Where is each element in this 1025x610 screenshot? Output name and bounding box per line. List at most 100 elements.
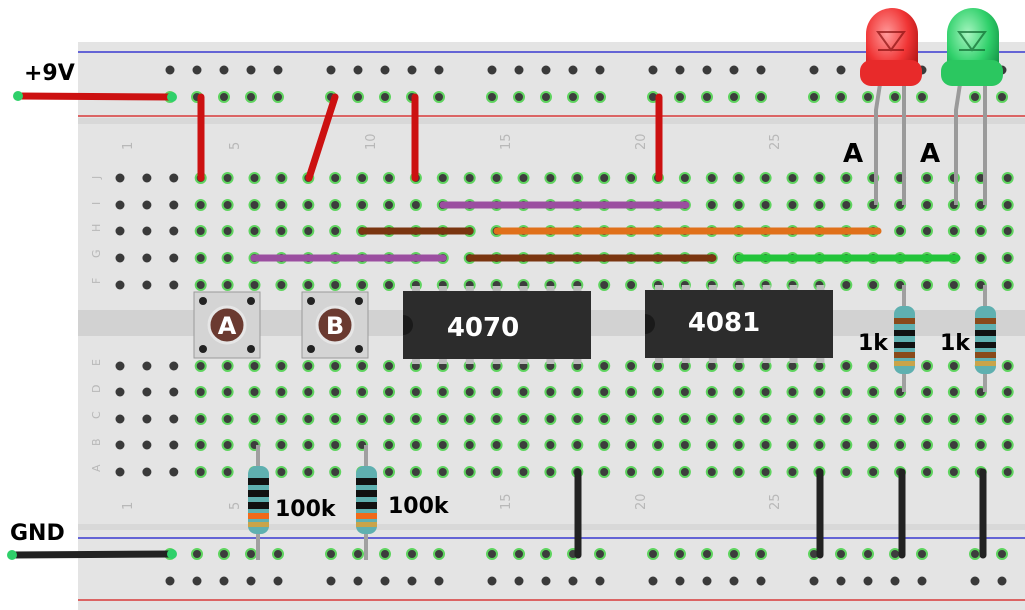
breadboard-hole	[702, 576, 712, 586]
column-number: 1	[121, 502, 136, 510]
breadboard-hole	[540, 91, 552, 103]
breadboard-hole	[221, 172, 234, 184]
breadboard-hole	[165, 576, 175, 586]
breadboard-hole	[625, 386, 638, 398]
breadboard-hole	[275, 279, 288, 291]
breadboard-hole	[568, 576, 578, 586]
chip-pin	[519, 286, 528, 292]
column-numbers-top: 1 5 10 15 20 25	[121, 133, 783, 150]
breadboard-hole	[302, 360, 315, 372]
breadboard-hole	[648, 65, 658, 75]
breadboard-hole	[326, 65, 336, 75]
breadboard-hole	[705, 386, 718, 398]
breadboard-hole	[1001, 413, 1014, 425]
breadboard-hole	[571, 439, 584, 451]
breadboard-hole	[625, 360, 638, 372]
breadboard-hole	[407, 576, 417, 586]
breadboard-hole	[813, 413, 826, 425]
resistor-100k-1	[248, 445, 269, 560]
breadboard-hole	[275, 386, 288, 398]
breadboard-hole	[486, 91, 498, 103]
signal-jumper-wires	[250, 201, 961, 262]
breadboard-hole	[969, 91, 981, 103]
breadboard-hole	[1001, 279, 1014, 291]
breadboard-hole	[219, 576, 229, 586]
chip-4081: 4081	[645, 285, 833, 363]
breadboard-hole	[383, 199, 395, 211]
breadboard-hole	[756, 576, 766, 586]
chip-pin	[816, 285, 825, 291]
breadboard-hole	[513, 91, 525, 103]
breadboard-hole	[996, 91, 1008, 103]
breadboard-hole	[248, 386, 261, 398]
breadboard-hole	[921, 439, 933, 451]
breadboard-hole	[947, 386, 960, 398]
breadboard-hole	[836, 576, 846, 586]
row-letter: G	[90, 249, 103, 258]
breadboard-hole	[729, 576, 739, 586]
breadboard-hole	[302, 439, 315, 451]
breadboard-hole	[836, 65, 846, 75]
breadboard-hole	[840, 360, 853, 372]
breadboard-hole	[625, 413, 638, 425]
breadboard-hole	[436, 386, 449, 398]
breadboard-hole	[598, 172, 611, 184]
chip-pin	[735, 285, 744, 291]
breadboard-hole	[275, 466, 288, 478]
breadboard-hole	[115, 200, 125, 210]
breadboard-hole	[1001, 466, 1014, 478]
breadboard-hole	[921, 360, 933, 372]
breadboard-hole	[567, 91, 579, 103]
breadboard-hole	[275, 225, 288, 237]
breadboard-hole	[625, 466, 638, 478]
positive-supply-label: +9V	[24, 61, 75, 86]
breadboard-hole	[701, 548, 713, 560]
breadboard-hole	[974, 225, 987, 237]
breadboard-hole	[786, 199, 799, 211]
breadboard-hole	[595, 576, 605, 586]
breadboard-hole	[652, 413, 664, 425]
breadboard-hole	[840, 279, 853, 291]
breadboard-hole	[947, 279, 960, 291]
column-number: 15	[499, 133, 514, 150]
breadboard-hole	[245, 91, 257, 103]
breadboard-hole	[674, 548, 686, 560]
breadboard-hole	[625, 172, 638, 184]
breadboard-hole	[142, 226, 152, 236]
breadboard-hole	[169, 200, 179, 210]
chip-pin	[546, 286, 555, 292]
breadboard-hole	[169, 414, 179, 424]
breadboard-hole	[594, 91, 606, 103]
breadboard-hole	[142, 414, 152, 424]
chip-pin	[708, 285, 717, 291]
resistor-label: 1k	[858, 331, 889, 356]
breadboard-hole	[221, 279, 234, 291]
breadboard-hole	[675, 65, 685, 75]
breadboard-hole	[329, 225, 342, 237]
led-green	[941, 8, 1003, 205]
row-letters-bottom: E D C B A	[90, 359, 103, 472]
breadboard-hole	[705, 172, 718, 184]
breadboard-hole	[353, 576, 363, 586]
breadboard-hole	[1001, 199, 1014, 211]
breadboard-hole	[813, 439, 826, 451]
breadboard-hole	[406, 548, 418, 560]
breadboard-hole	[756, 65, 766, 75]
row-letter: C	[90, 411, 103, 419]
resistor-label: 100k	[275, 497, 337, 522]
breadboard-hole	[921, 199, 933, 211]
breadboard-hole	[115, 253, 125, 263]
breadboard-hole	[436, 413, 449, 425]
breadboard-hole	[169, 226, 179, 236]
breadboard-hole	[275, 413, 288, 425]
breadboard-hole	[194, 252, 207, 264]
breadboard-hole	[759, 199, 772, 211]
breadboard-hole	[169, 280, 179, 290]
breadboard-hole	[142, 253, 152, 263]
chip-pin	[412, 358, 420, 364]
breadboard-hole	[541, 576, 551, 586]
breadboard-hole	[169, 467, 179, 477]
chip-pin	[492, 358, 501, 364]
breadboard-hole	[356, 386, 369, 398]
resistor-100k-2	[356, 445, 377, 560]
